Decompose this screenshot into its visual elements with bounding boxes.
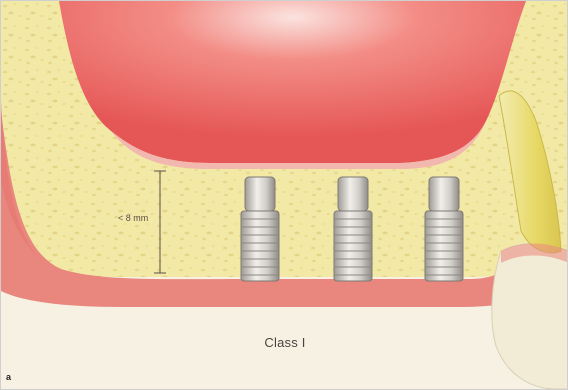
implant-3-abutment bbox=[429, 177, 459, 211]
panel-letter: a bbox=[6, 372, 11, 382]
implant-1 bbox=[241, 177, 279, 281]
figure-caption: Class I bbox=[1, 335, 568, 350]
implant-2-abutment bbox=[338, 177, 368, 211]
implant-2 bbox=[334, 177, 372, 281]
implant-1-abutment bbox=[245, 177, 275, 211]
implant-3 bbox=[425, 177, 463, 281]
maxillary-sinus bbox=[59, 1, 526, 163]
measurement-label: < 8 mm bbox=[118, 213, 148, 223]
